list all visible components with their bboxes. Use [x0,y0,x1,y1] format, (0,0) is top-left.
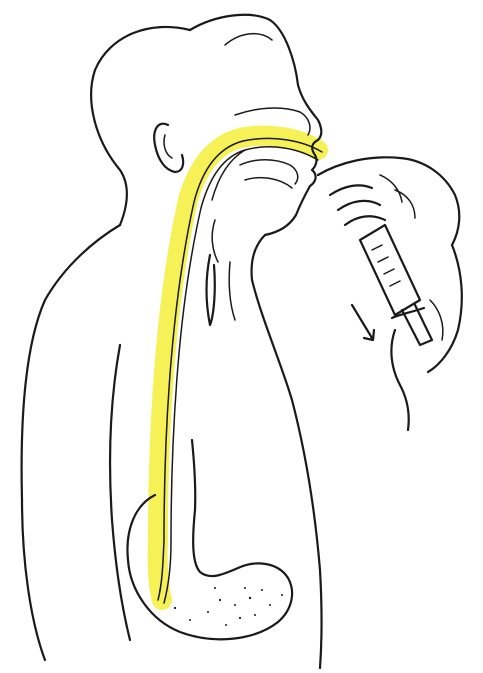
direction-arrow-shaft [352,305,372,338]
hand-lower-detail [430,300,443,340]
epiglottis [212,220,218,262]
tongue [245,178,292,188]
wrist [428,245,462,372]
back-shoulder [22,225,120,660]
tube-highlight [158,136,318,600]
stomach-stipple [159,587,283,626]
ear-inner [164,135,172,158]
hand-knuckles [380,175,415,218]
syringe-barrel [360,225,420,315]
syringe-markings [372,245,400,286]
hand-fingers [330,185,385,225]
hairline [225,34,272,45]
palate [240,160,298,184]
arm [110,345,130,640]
neck-front [252,235,265,280]
tube-highlight-band [158,136,318,600]
head-outline [91,27,190,225]
ear [154,124,183,172]
syringe-hand [318,157,462,430]
scalp-line [190,15,270,30]
arm-inner [229,262,235,320]
trachea [207,255,215,325]
hand-lower [391,330,408,430]
